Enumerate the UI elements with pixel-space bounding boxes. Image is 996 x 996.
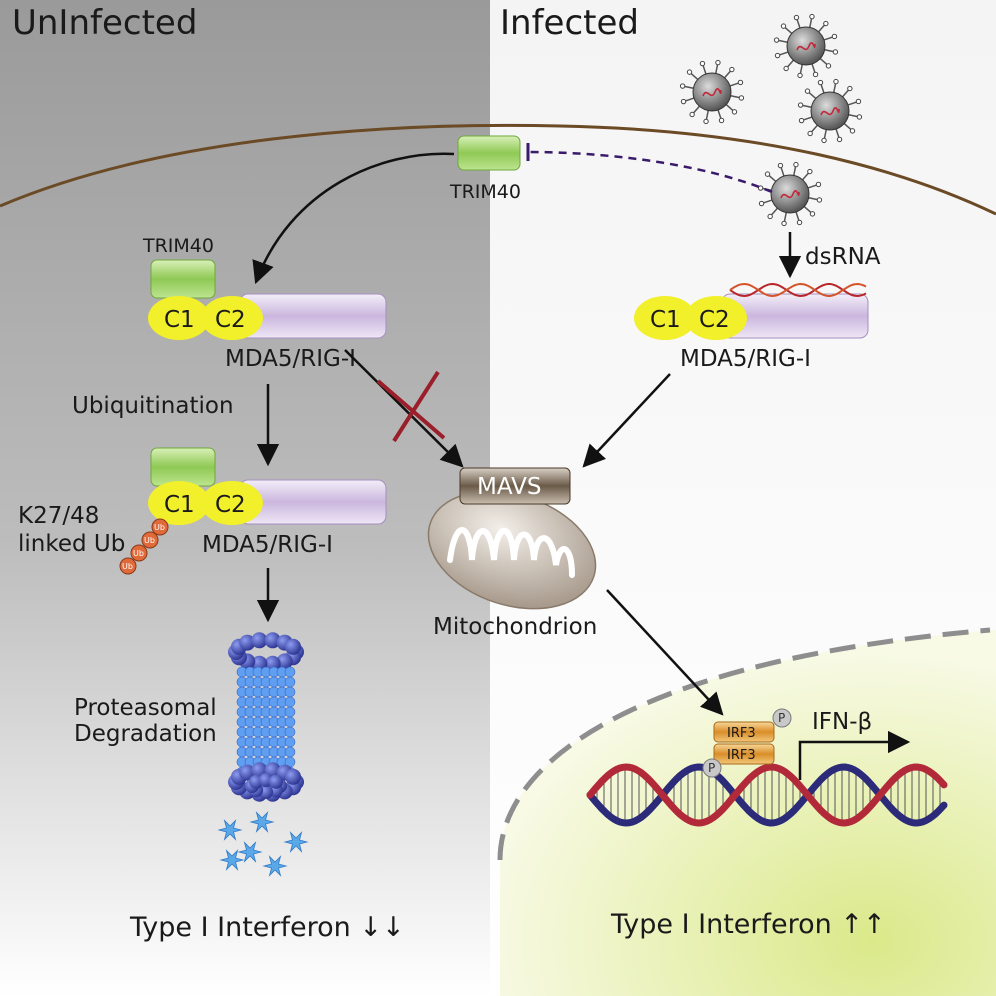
irf3-box-bottom: [713, 743, 775, 765]
nuclear-envelope: [497, 627, 991, 861]
c2-label-mid-left: C2: [215, 492, 246, 518]
dsrna-helix: [729, 282, 867, 298]
dna-helix-icon: [586, 763, 948, 827]
proteasome-icon: [228, 632, 304, 802]
footer-left-type1-ifn-down: Type I Interferon ↓↓: [129, 912, 405, 943]
ub-bead-1: [151, 518, 169, 536]
ub-chain: Ub Ub Ub Ub: [119, 518, 169, 575]
block-x-stroke-2: [392, 370, 440, 443]
virus-group: [679, 13, 863, 227]
mitochondrion-label: Mitochondrion: [433, 614, 597, 640]
arrow-receptor-to-mavs: [582, 373, 671, 468]
ub-bead-4: [119, 557, 137, 575]
c1-label-mid-left: C1: [164, 492, 195, 518]
phospho-top-label: P: [778, 711, 785, 725]
footer-right-type1-ifn-up: Type I Interferon ↑↑: [610, 909, 886, 940]
virus-icon: [679, 59, 745, 125]
cell-membrane: [0, 123, 996, 216]
ubiquitination-label: Ubiquitination: [72, 393, 234, 419]
irf3-label-bottom: IRF3: [727, 748, 756, 763]
c1-domain-right: [634, 296, 696, 340]
virus-icon: [797, 78, 863, 144]
ub-bead-3: [130, 544, 148, 562]
mitochondrion-cristae: [447, 527, 575, 578]
trim40-membrane-box: [457, 135, 521, 171]
ifnb-label: IFN-β: [812, 709, 872, 735]
receptor-label-mid-left: MDA5/RIG-I: [202, 532, 333, 558]
mavs-label: MAVS: [477, 474, 541, 500]
trim40-ub-box: [150, 447, 216, 487]
inhibition-line: [527, 150, 773, 194]
c1-domain-top-left: [148, 296, 210, 340]
ub-label-1: Ub: [154, 523, 165, 532]
irf3-box-top: [713, 721, 775, 743]
ub-label-3: Ub: [133, 549, 144, 558]
receptor-label-top-left: MDA5/RIG-I: [225, 346, 356, 372]
c1-label-right: C1: [650, 307, 681, 333]
k27-label-line2: linked Ub: [18, 531, 125, 557]
c2-domain-top-left: [201, 296, 263, 340]
trim40-bound-label: TRIM40: [142, 235, 214, 257]
dsrna-label: dsRNA: [805, 244, 881, 270]
infected-title: Infected: [500, 3, 639, 43]
virus-icon: [773, 13, 839, 79]
irf3-label-top: IRF3: [727, 726, 756, 741]
uninfected-title: UnInfected: [12, 3, 197, 43]
phospho-top-icon: [772, 708, 792, 728]
block-x-stroke-1: [376, 379, 446, 440]
phospho-bottom-label: P: [708, 761, 715, 775]
trim40-bound-box: [150, 259, 216, 299]
c1-domain-mid-left: [148, 481, 210, 525]
arrow-receptor-to-mavs-blocked: [344, 349, 464, 468]
mavs-box: [459, 467, 571, 505]
degraded-fragments-icon: [217, 811, 309, 877]
c2-domain-right: [685, 296, 747, 340]
trim40-membrane-label: TRIM40: [449, 181, 521, 203]
c2-label-right: C2: [699, 307, 730, 333]
c1-label-top-left: C1: [164, 307, 195, 333]
ub-label-4: Ub: [122, 562, 133, 571]
ub-bead-2: [141, 531, 159, 549]
k27-label-line1: K27/48: [18, 503, 99, 529]
arrow-mavs-to-irf3: [606, 589, 724, 716]
proteasome-label-line2: Degradation: [74, 721, 217, 747]
c2-domain-mid-left: [201, 481, 263, 525]
transcription-arrow: [798, 730, 911, 780]
arrow-trim40-to-receptor: [252, 152, 455, 285]
phospho-bottom-icon: [702, 758, 722, 778]
receptor-label-right: MDA5/RIG-I: [680, 346, 811, 372]
proteasome-label-line1: Proteasomal: [74, 695, 217, 721]
virus-icon: [757, 161, 823, 227]
c2-label-top-left: C2: [215, 307, 246, 333]
ub-label-2: Ub: [144, 536, 155, 545]
